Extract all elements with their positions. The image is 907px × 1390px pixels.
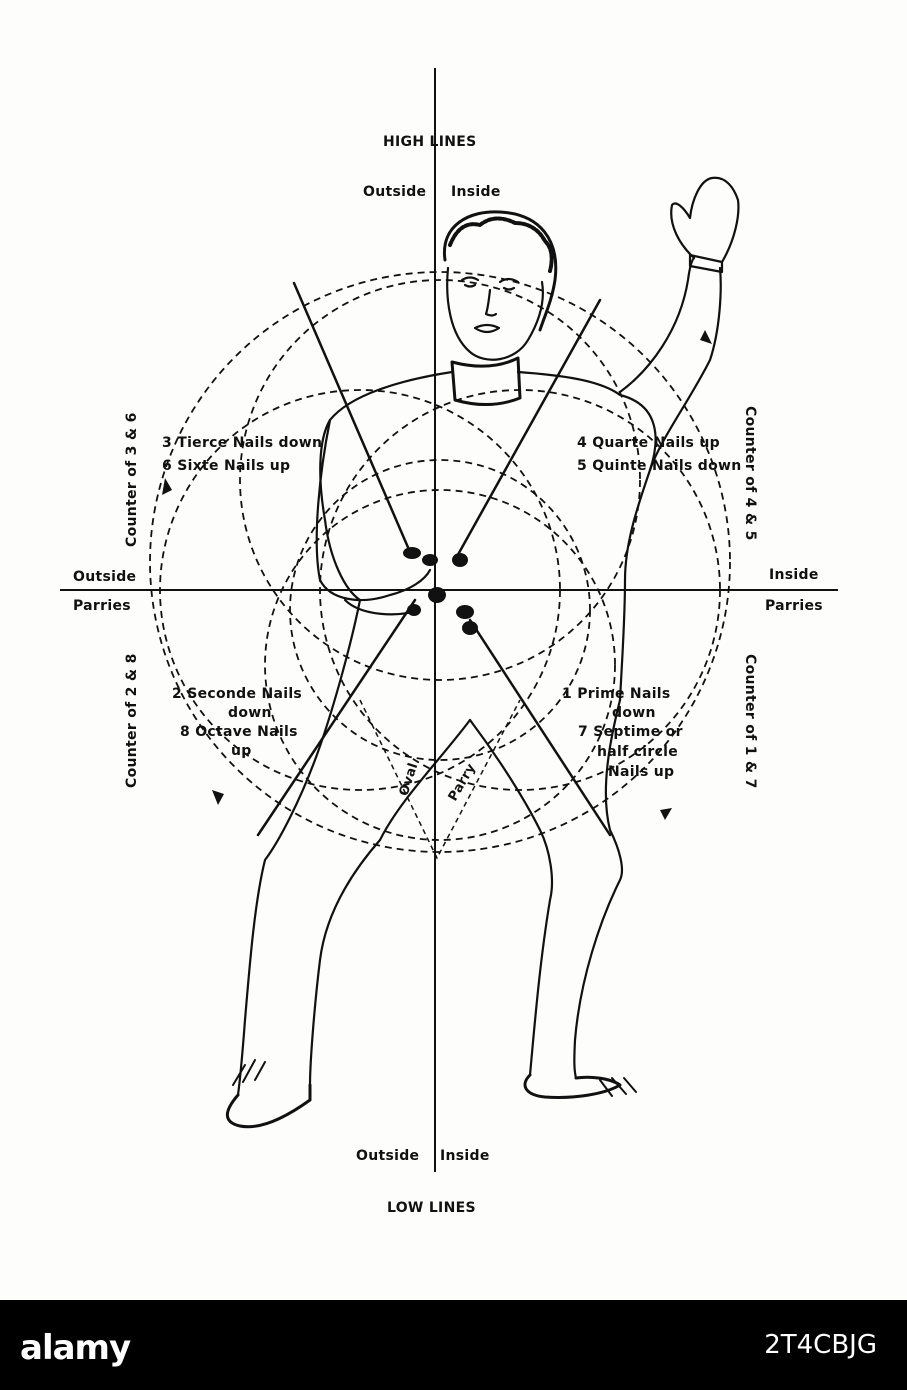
right-inside-label: Inside xyxy=(769,567,819,583)
hilt xyxy=(422,554,438,566)
quinte-label: 5 Quinte Nails down xyxy=(577,458,742,474)
face xyxy=(446,266,544,361)
right-leg xyxy=(468,698,624,1080)
bottom-inside-label: Inside xyxy=(440,1148,490,1164)
collar xyxy=(450,356,522,407)
hilt xyxy=(452,553,468,567)
foils xyxy=(256,281,612,837)
nose xyxy=(484,288,498,317)
septime-label-line3: Nails up xyxy=(608,764,675,780)
torso xyxy=(319,370,657,702)
large-dashed-circle xyxy=(149,271,731,853)
right-parries-label: Parries xyxy=(765,598,823,614)
left-leg xyxy=(236,598,472,1097)
footer-bar: alamy 2T4CBJG xyxy=(0,1300,907,1390)
hilt xyxy=(407,604,421,616)
stock-id: 2T4CBJG xyxy=(764,1330,877,1360)
hilts xyxy=(403,547,478,635)
left-shoe xyxy=(225,1083,312,1129)
hair-scribble xyxy=(448,216,554,273)
counter-3-6-label: Counter of 3 & 6 xyxy=(124,412,140,547)
octave-label-line2: up xyxy=(231,743,252,759)
raised-arm xyxy=(618,256,722,472)
foil-lower-left xyxy=(256,598,417,837)
seconde-label-line1: 2 Seconde Nails xyxy=(172,686,303,702)
lower-dashed-circle xyxy=(264,489,616,841)
seconde-label-line2: down xyxy=(228,705,272,721)
septime-label-line1: 7 Septime or xyxy=(578,724,683,740)
foil-lower-right xyxy=(468,618,612,837)
tierce-label: 3 Tierce Nails down xyxy=(162,435,323,451)
septime-label-line2: half circle xyxy=(597,744,679,760)
counter-1-7-label: Counter of 1 & 7 xyxy=(742,654,758,789)
arrow-head xyxy=(660,808,672,820)
foil-upper-left xyxy=(292,281,412,554)
foil-upper-right xyxy=(453,298,602,562)
arrow-head xyxy=(162,478,172,495)
low-lines-label: LOW LINES xyxy=(387,1200,476,1216)
top-inside-label: Inside xyxy=(451,184,501,200)
counter-2-8-label: Counter of 2 & 8 xyxy=(124,653,140,788)
hilt xyxy=(456,605,474,619)
arrow-head xyxy=(700,330,712,344)
high-lines-label: HIGH LINES xyxy=(383,134,477,150)
upper-dashed-circle xyxy=(239,279,641,681)
left-outside-label: Outside xyxy=(73,569,137,585)
quarte-label: 4 Quarte Nails up xyxy=(577,435,720,451)
octave-label-line1: 8 Octave Nails xyxy=(180,724,298,740)
right-shoe xyxy=(523,1073,622,1099)
oval-parry-line xyxy=(359,699,521,860)
fencer-figure xyxy=(225,176,740,1129)
right-eye xyxy=(498,277,520,291)
diagram-drawing xyxy=(60,68,838,1172)
bottom-outside-label: Outside xyxy=(356,1148,420,1164)
arrow-head xyxy=(212,790,224,805)
prime-label-line2: down xyxy=(612,705,656,721)
prime-label-line1: 1 Prime Nails xyxy=(562,686,671,702)
floor-shadow xyxy=(232,1059,637,1097)
hilt xyxy=(403,547,421,559)
hilt xyxy=(428,587,446,603)
cuff xyxy=(688,253,724,274)
brand-logo: alamy xyxy=(20,1328,131,1368)
counter-4-5-label: Counter of 4 & 5 xyxy=(742,406,758,541)
top-outside-label: Outside xyxy=(363,184,427,200)
hair xyxy=(443,210,558,332)
sixte-label: 6 Sixte Nails up xyxy=(162,458,291,474)
mouth xyxy=(473,323,501,334)
left-parries-label: Parries xyxy=(73,598,131,614)
left-eye xyxy=(460,276,480,288)
fencing-diagram: HIGH LINES Outside Inside Outside Parrie… xyxy=(60,68,838,1216)
raised-hand xyxy=(670,176,740,264)
left-dashed-circle xyxy=(159,389,561,791)
center-dashed-circle xyxy=(289,459,591,761)
hilt xyxy=(462,621,478,635)
